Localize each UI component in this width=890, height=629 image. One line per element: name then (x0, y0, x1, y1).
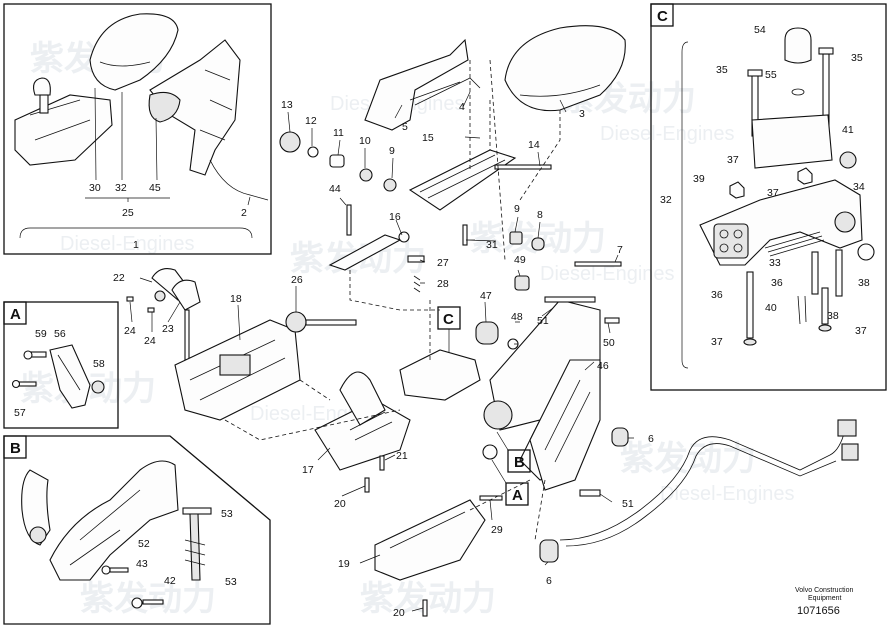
part-label: 58 (93, 358, 105, 370)
part-label: 7 (617, 244, 623, 256)
part-label: 38 (827, 310, 839, 322)
watermark-text: 紫发动力 (360, 580, 496, 618)
part-label: 10 (359, 135, 371, 147)
detail-letter-b: B (10, 440, 21, 457)
detail-box-b (3, 435, 271, 625)
footer: Volvo Construction Equipment 1071656 (795, 587, 853, 617)
part-label: 27 (437, 257, 449, 269)
part-label: 36 (711, 289, 723, 301)
detail-box-c (650, 3, 887, 391)
part-label: 49 (514, 254, 526, 266)
part-label: 31 (486, 239, 498, 251)
part-label: 18 (230, 293, 242, 305)
callout-letter: B (514, 454, 525, 471)
part-label: 37 (767, 187, 779, 199)
part-label: 37 (855, 325, 867, 337)
part-label: 41 (842, 124, 854, 136)
part-label: 39 (693, 173, 705, 185)
figure-number: 1071656 (797, 605, 840, 617)
part-label: 46 (597, 360, 609, 372)
part-label: 6 (648, 433, 654, 445)
watermark-text: 紫发动力 (80, 580, 216, 618)
part-label: 25 (122, 207, 134, 219)
part-label: 47 (480, 290, 492, 302)
part-label: 42 (164, 575, 176, 587)
watermark-text: 紫发动力 (620, 440, 756, 478)
part-label: 43 (136, 558, 148, 570)
part-label: 30 (89, 182, 101, 194)
callout-b: B (496, 431, 531, 473)
part-label: 59 (35, 328, 47, 340)
part-label: 9 (389, 145, 395, 157)
part-label: 37 (727, 154, 739, 166)
part-label: 20 (334, 498, 346, 510)
part-label: 11 (333, 127, 344, 139)
part-label: 1 (133, 239, 139, 251)
company-subtitle: Equipment (808, 595, 842, 602)
part-label: 51 (537, 315, 549, 327)
part-label: 9 (514, 203, 520, 215)
part-label: 45 (149, 182, 161, 194)
part-label: 5 (402, 121, 408, 133)
part-label: 33 (769, 257, 781, 269)
callout-letter: C (443, 311, 454, 328)
callout-a: A (491, 459, 529, 506)
part-label: 12 (305, 115, 317, 127)
callout-c: C (437, 306, 461, 352)
detail-letter-a: A (10, 306, 21, 323)
part-label: 50 (603, 337, 615, 349)
company-name: Volvo Construction (795, 587, 853, 594)
part-label: 51 (622, 498, 634, 510)
part-label: 35 (851, 52, 863, 64)
watermark-text: Diesel-Engines (60, 233, 195, 255)
part-label: 22 (113, 272, 125, 284)
part-label: 8 (537, 209, 543, 221)
part-label: 26 (291, 274, 303, 286)
part-label: 54 (754, 24, 766, 36)
part-label: 14 (528, 139, 540, 151)
watermark-text: Diesel-Engines (540, 263, 675, 285)
part-label: 29 (491, 524, 503, 536)
part-label: 24 (144, 335, 156, 347)
part-label: 32 (115, 182, 127, 194)
part-label: 52 (138, 538, 150, 550)
part-label: 4 (459, 101, 465, 113)
watermark-text: Diesel-Engines (600, 123, 735, 145)
part-label: 34 (853, 181, 865, 193)
part-label: 21 (396, 450, 408, 462)
watermark-text: Diesel-Engines (660, 483, 795, 505)
part-label: 35 (716, 64, 728, 76)
part-label: 44 (329, 183, 341, 195)
part-label: 28 (437, 278, 449, 290)
overview-frame (3, 3, 272, 255)
part-label: 16 (389, 211, 401, 223)
detail-letter-c: C (657, 8, 668, 25)
detail-box-a (3, 301, 119, 429)
part-label: 38 (858, 277, 870, 289)
part-label: 32 (660, 194, 672, 206)
part-label: 19 (338, 558, 350, 570)
part-label: 55 (765, 69, 777, 81)
part-label: 15 (422, 132, 434, 144)
part-label: 23 (162, 323, 174, 335)
part-labels: 30 32 45 2 25 1 59 56 58 57 53 52 43 42 … (14, 24, 870, 619)
part-label: 53 (225, 576, 237, 588)
part-label: 53 (221, 508, 233, 520)
part-label: 17 (302, 464, 314, 476)
part-label: 56 (54, 328, 66, 340)
part-label: 3 (579, 108, 585, 120)
part-label: 6 (546, 575, 552, 587)
part-label: 20 (393, 607, 405, 619)
part-label: 24 (124, 325, 136, 337)
part-label: 48 (511, 311, 523, 323)
part-label: 40 (765, 302, 777, 314)
callout-letter: A (512, 487, 523, 504)
part-label: 2 (241, 207, 247, 219)
part-label: 37 (711, 336, 723, 348)
part-label: 57 (14, 407, 26, 419)
part-label: 13 (281, 99, 293, 111)
part-label: 36 (771, 277, 783, 289)
main-assembly (126, 25, 859, 617)
